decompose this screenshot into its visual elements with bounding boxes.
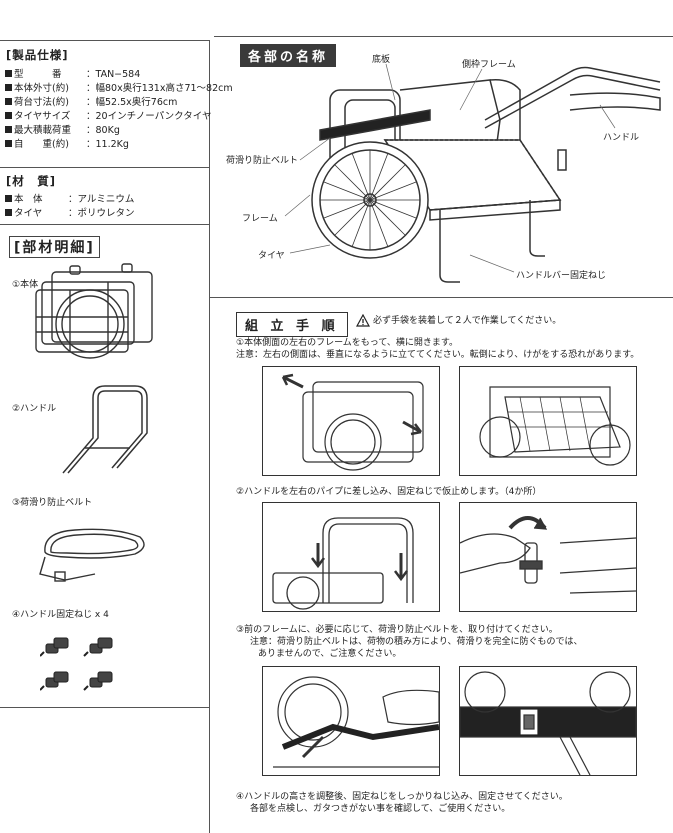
- step-2-photo-a: [262, 502, 440, 612]
- spec-list: 型 番：TAN−584 本体外寸(約)：幅80x奥行131x高さ71〜82cm …: [5, 68, 233, 152]
- step-1-photo-b: [459, 366, 637, 476]
- parts-title: [部材明細]: [9, 236, 100, 258]
- spec-row: タイヤサイズ：20インチノーパンクタイヤ: [5, 110, 233, 124]
- part-label-screws: ④ハンドル固定ねじ x 4: [12, 610, 109, 620]
- left-divider-2: [0, 224, 209, 225]
- top-rule: [0, 40, 209, 41]
- callout-handlebar-screw: ハンドルバー固定ねじ: [516, 271, 607, 281]
- step-1-text: ①本体側面の左右のフレームをもって、横に開きます。: [236, 338, 458, 348]
- spec-title: [製品仕様]: [6, 48, 69, 62]
- center-divider: [209, 40, 210, 833]
- step-3-note-1: 注意：荷滑り防止ベルトは、荷物の積み方により、荷滑りを完全に防ぐものでは、: [250, 637, 583, 647]
- part-label-body: ①本体: [12, 280, 39, 290]
- left-divider-1: [0, 167, 209, 168]
- callout-side-frame: 側枠フレーム: [462, 60, 516, 70]
- callout-belt: 荷滑り防止ベルト: [226, 156, 299, 166]
- step-2-photo-b: [459, 502, 637, 612]
- step-3-photo-b: [459, 666, 637, 776]
- step-3-text: ③前のフレームに、必要に応じて、荷滑り防止ベルトを、取り付けてください。: [236, 625, 558, 635]
- step-4-text-2: 各部を点検し、ガタつきがない事を確認して、ご使用ください。: [250, 804, 511, 814]
- step-2-text: ②ハンドルを左右のパイプに差し込み、固定ねじで仮止めします。（4か所）: [236, 487, 542, 497]
- callout-leader-lines: [284, 63, 616, 273]
- callout-tire: タイヤ: [258, 251, 285, 261]
- left-bottom-rule: [0, 707, 209, 708]
- spec-row: 自 重(約)：11.2Kg: [5, 138, 233, 152]
- callout-handle: ハンドル: [603, 133, 640, 143]
- part-handle-illustration: [55, 378, 155, 478]
- part-body-illustration: [30, 262, 160, 377]
- assembly-title: 組 立 手 順: [236, 312, 348, 337]
- spec-row: 最大積載荷重：80Kg: [5, 124, 233, 138]
- cart-main-illustration: [290, 60, 670, 290]
- right-divider: [209, 297, 673, 298]
- spec-row: 型 番：TAN−584: [5, 68, 233, 82]
- part-belt-illustration: [35, 512, 155, 587]
- part-label-belt: ③荷滑り防止ベルト: [12, 498, 93, 508]
- names-title: 各部の名称: [240, 44, 337, 67]
- callout-frame: フレーム: [242, 214, 278, 224]
- material-list: 本 体：アルミニウム タイヤ：ポリウレタン: [5, 193, 135, 221]
- step-3-photo-a: [262, 666, 440, 776]
- step-1-note: 注意：左右の側面は、垂直になるように立ててください。転倒により、けがをする恐れが…: [236, 350, 640, 360]
- callout-floor: 底板: [372, 55, 391, 65]
- assembly-warning: 必ず手袋を装着して２人で作業してください。: [373, 316, 562, 326]
- step-1-photo-a: [262, 366, 440, 476]
- step-4-text-1: ④ハンドルの高さを調整後、固定ねじをしっかりねじ込み、固定させてください。: [236, 792, 568, 802]
- material-row: タイヤ：ポリウレタン: [5, 207, 135, 221]
- warning-triangle-icon: [356, 314, 370, 327]
- top-rule-right: [214, 36, 673, 37]
- material-row: 本 体：アルミニウム: [5, 193, 135, 207]
- part-label-handle: ②ハンドル: [12, 404, 57, 414]
- step-3-note-2: ありませんので、ご注意ください。: [258, 649, 402, 659]
- spec-row: 荷台寸法(約)：幅52.5x奥行76cm: [5, 96, 233, 110]
- material-title: [材 質]: [6, 174, 57, 188]
- spec-row: 本体外寸(約)：幅80x奥行131x高さ71〜82cm: [5, 82, 233, 96]
- part-screws-illustration: [40, 630, 140, 700]
